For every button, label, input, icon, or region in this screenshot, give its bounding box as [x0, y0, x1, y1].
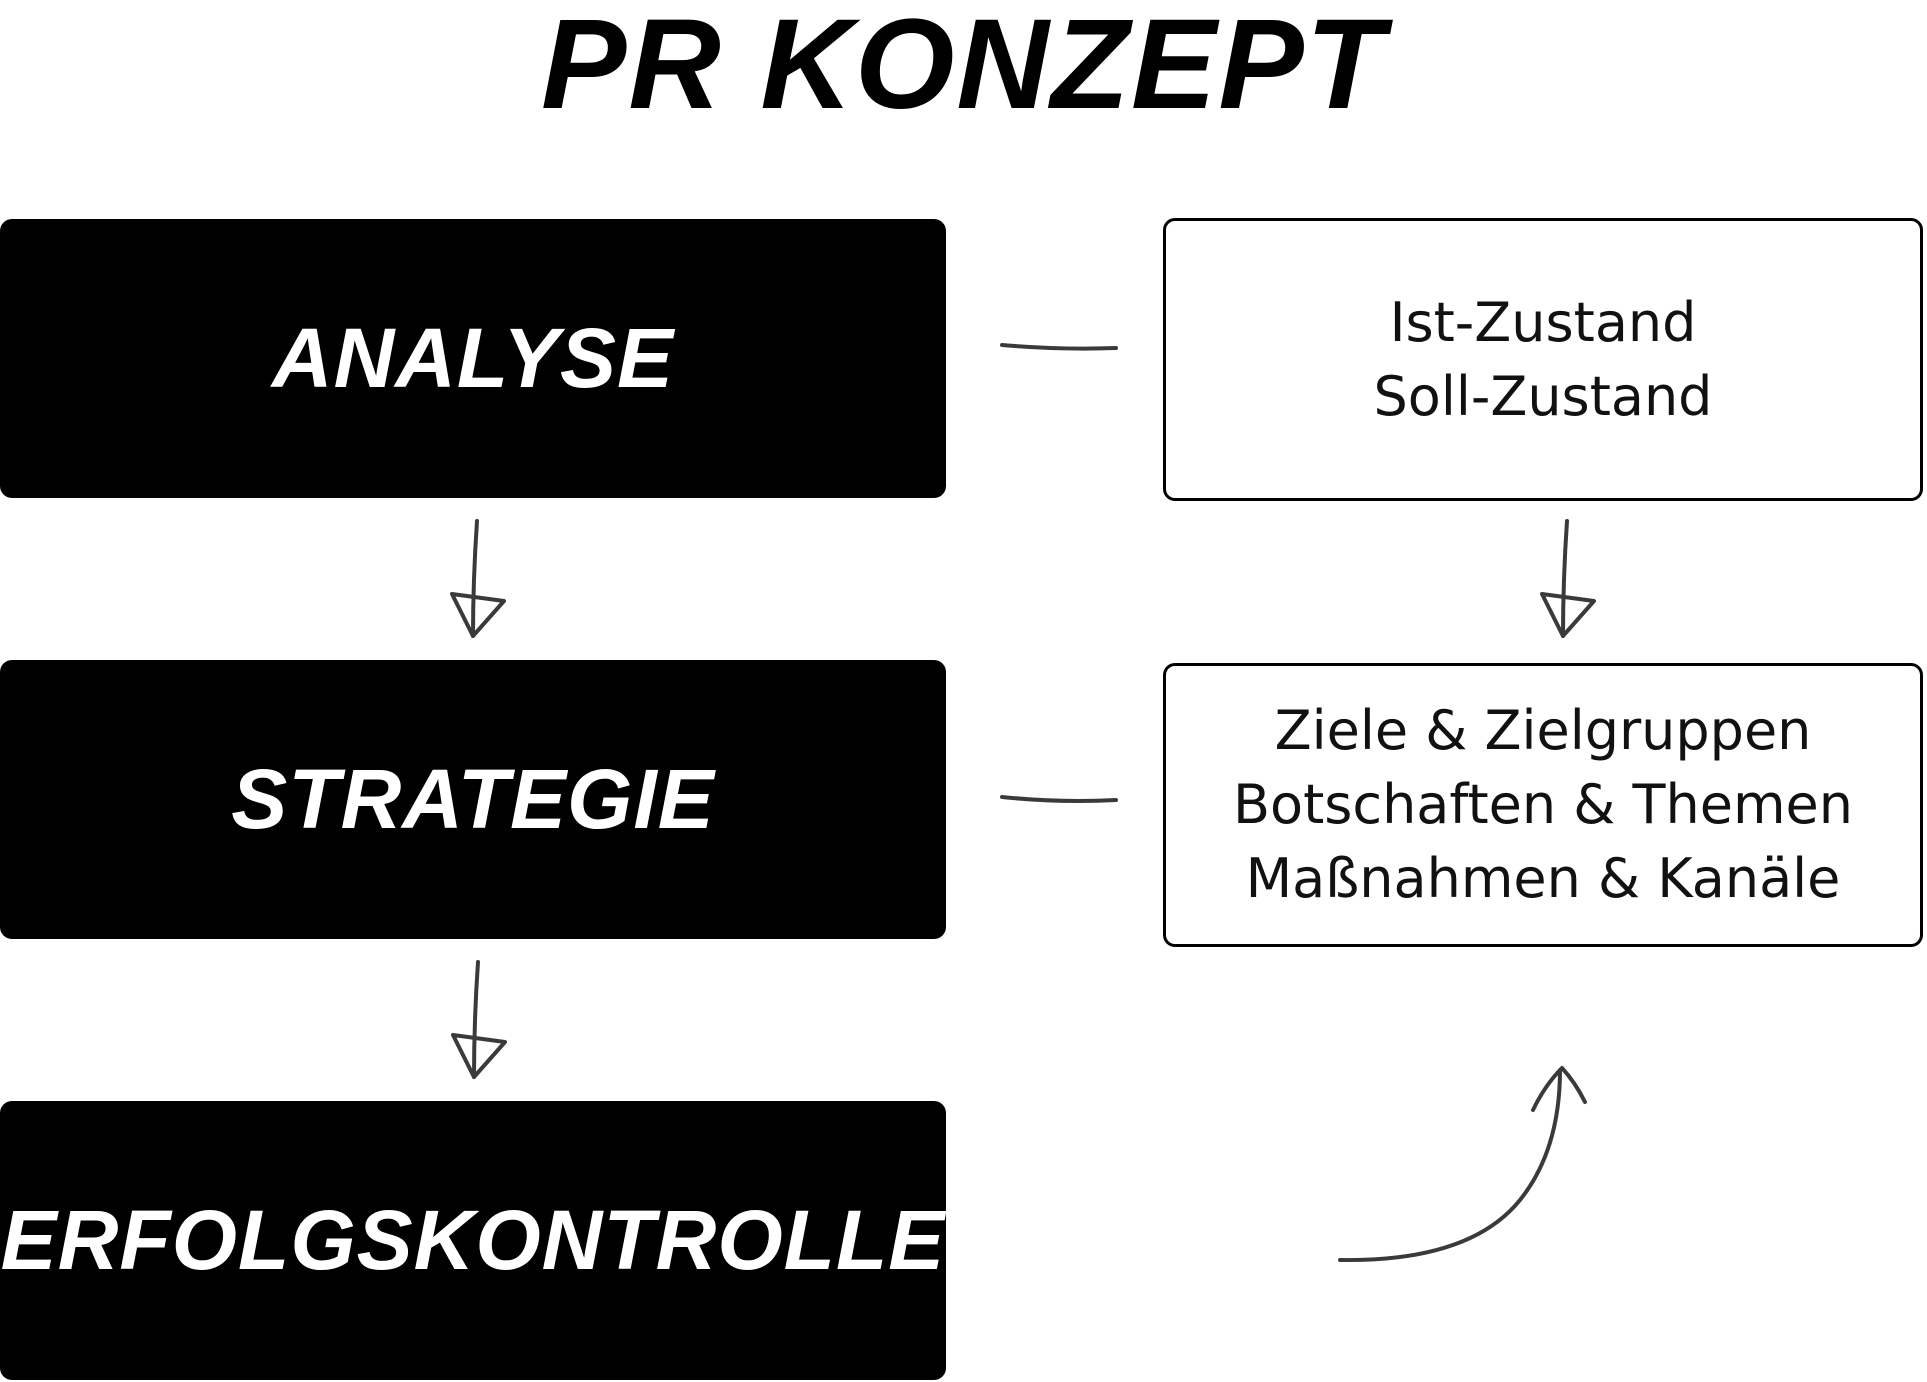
arrow-down-icon [451, 960, 507, 1079]
step-label: ERFOLGSKONTROLLE [0, 1193, 946, 1287]
detail-line: Soll-Zustand [1373, 364, 1713, 428]
detail-line: Ziele & Zielgruppen [1274, 699, 1812, 762]
connector-line-strategie [1000, 795, 1118, 803]
step-erfolgskontrolle: ERFOLGSKONTROLLE [0, 1101, 946, 1380]
connector-line-analyse [1000, 343, 1118, 351]
analyse-details: Ist-Zustand Soll-Zustand [1163, 218, 1923, 501]
arrow-down-icon [1540, 519, 1596, 638]
curved-arrow-icon [1338, 1066, 1587, 1263]
step-label: ANALYSE [271, 311, 675, 405]
arrow-down-icon [450, 519, 506, 638]
strategie-details: Ziele & Zielgruppen Botschaften & Themen… [1163, 663, 1923, 947]
detail-line: Maßnahmen & Kanäle [1245, 847, 1841, 910]
step-label: STRATEGIE [231, 752, 715, 846]
step-strategie: STRATEGIE [0, 660, 946, 939]
step-analyse: ANALYSE [0, 219, 946, 498]
detail-line: Ist-Zustand [1389, 290, 1697, 354]
detail-line: Botschaften & Themen [1233, 773, 1853, 836]
page-title: PR KONZEPT [541, 0, 1386, 136]
